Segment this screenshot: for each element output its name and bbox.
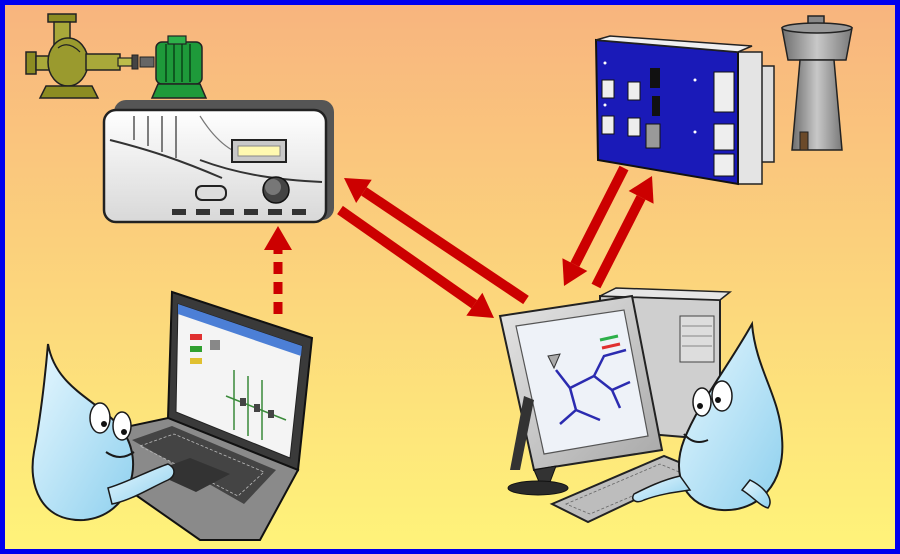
- arrow-shaft: [361, 187, 529, 305]
- water-tower-icon: [781, 15, 853, 151]
- connection-arrow: [344, 178, 529, 305]
- pump-motor-icon: [25, 13, 208, 99]
- arrow-head: [466, 292, 494, 318]
- arrow-shaft: [570, 165, 629, 267]
- connection-arrow: [337, 205, 494, 318]
- arrow-shaft: [591, 195, 646, 289]
- connection-arrow: [264, 226, 292, 314]
- arrow-shaft: [337, 205, 478, 309]
- water-drop-mascot-icon: [632, 320, 784, 512]
- arrow-head: [344, 178, 372, 203]
- arrow-head: [562, 258, 588, 286]
- water-drop-mascot-icon: [31, 343, 175, 522]
- connection-arrow: [562, 165, 629, 286]
- arrow-head: [628, 176, 654, 204]
- connection-arrow: [591, 176, 654, 289]
- controller-box-icon: [102, 100, 334, 224]
- connection-arrows: [264, 165, 654, 318]
- arrow-head: [264, 226, 292, 250]
- plc-icon: [594, 35, 775, 186]
- desktop-computer-icon: [498, 287, 733, 524]
